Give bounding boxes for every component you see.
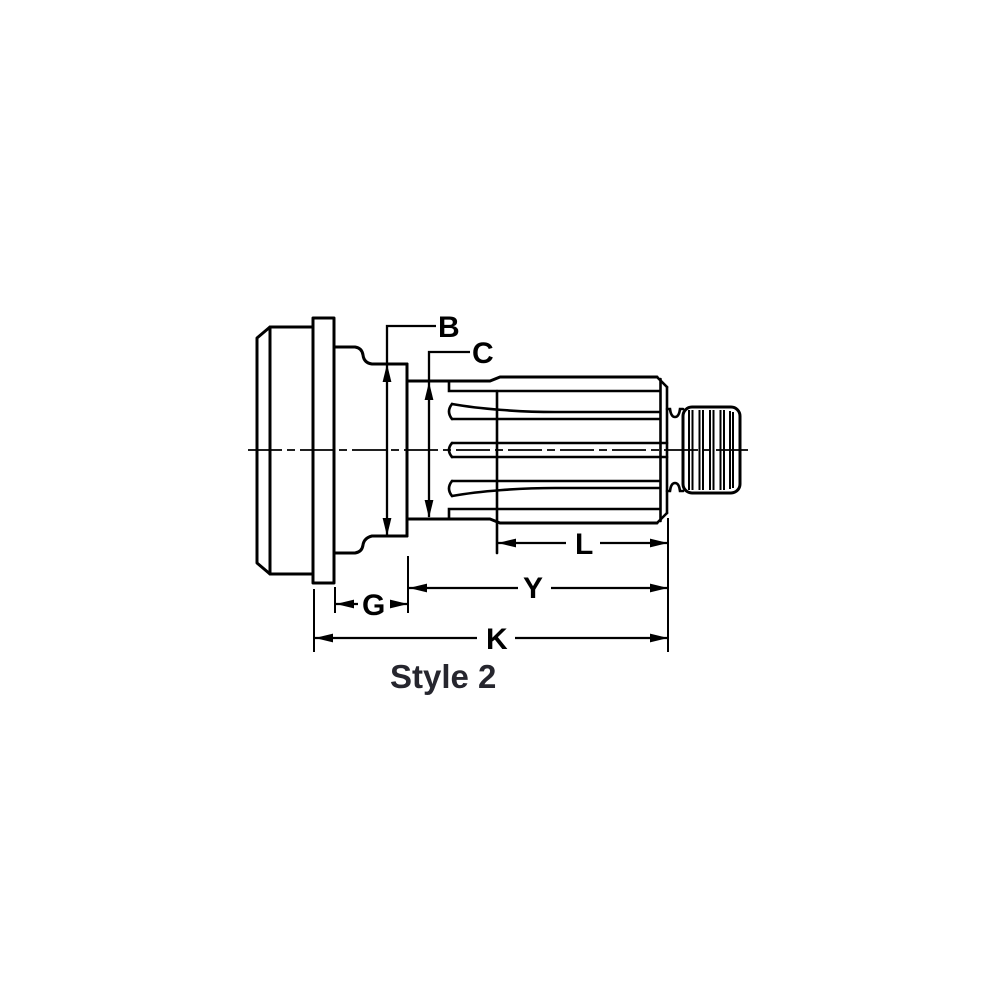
pilot-and-b-cylinder (332, 345, 409, 555)
dimension-l: L (498, 528, 668, 561)
dimension-y: Y (409, 572, 668, 605)
dimension-label-b: B (438, 311, 460, 344)
spline-end-chamfer (655, 375, 669, 525)
flange (311, 316, 336, 585)
dimension-b: B (382, 311, 460, 536)
dimension-g: G (336, 589, 408, 622)
spline-shaft (405, 375, 669, 555)
threaded-end (665, 405, 742, 495)
relief-groove-top (665, 407, 685, 419)
spline-tooth-upper (447, 402, 662, 421)
spline-tooth-lower (447, 479, 662, 498)
spline-tooth-center (447, 441, 669, 459)
thread-crests (688, 410, 734, 490)
dimension-label-g: G (362, 589, 385, 622)
thread-block (681, 405, 742, 495)
yoke-body (255, 325, 315, 576)
drawing-caption: Style 2 (390, 658, 496, 695)
dimension-label-k: K (486, 623, 508, 656)
dimension-label-c: C (472, 337, 494, 370)
spline-tooth-top (447, 379, 662, 393)
dimension-k: K (315, 623, 668, 656)
dimension-label-y: Y (523, 572, 543, 605)
relief-groove-bottom (665, 481, 685, 493)
dimension-label-l: L (575, 528, 593, 561)
dimension-c: C (424, 337, 494, 518)
spline-tooth-bottom (447, 507, 662, 521)
